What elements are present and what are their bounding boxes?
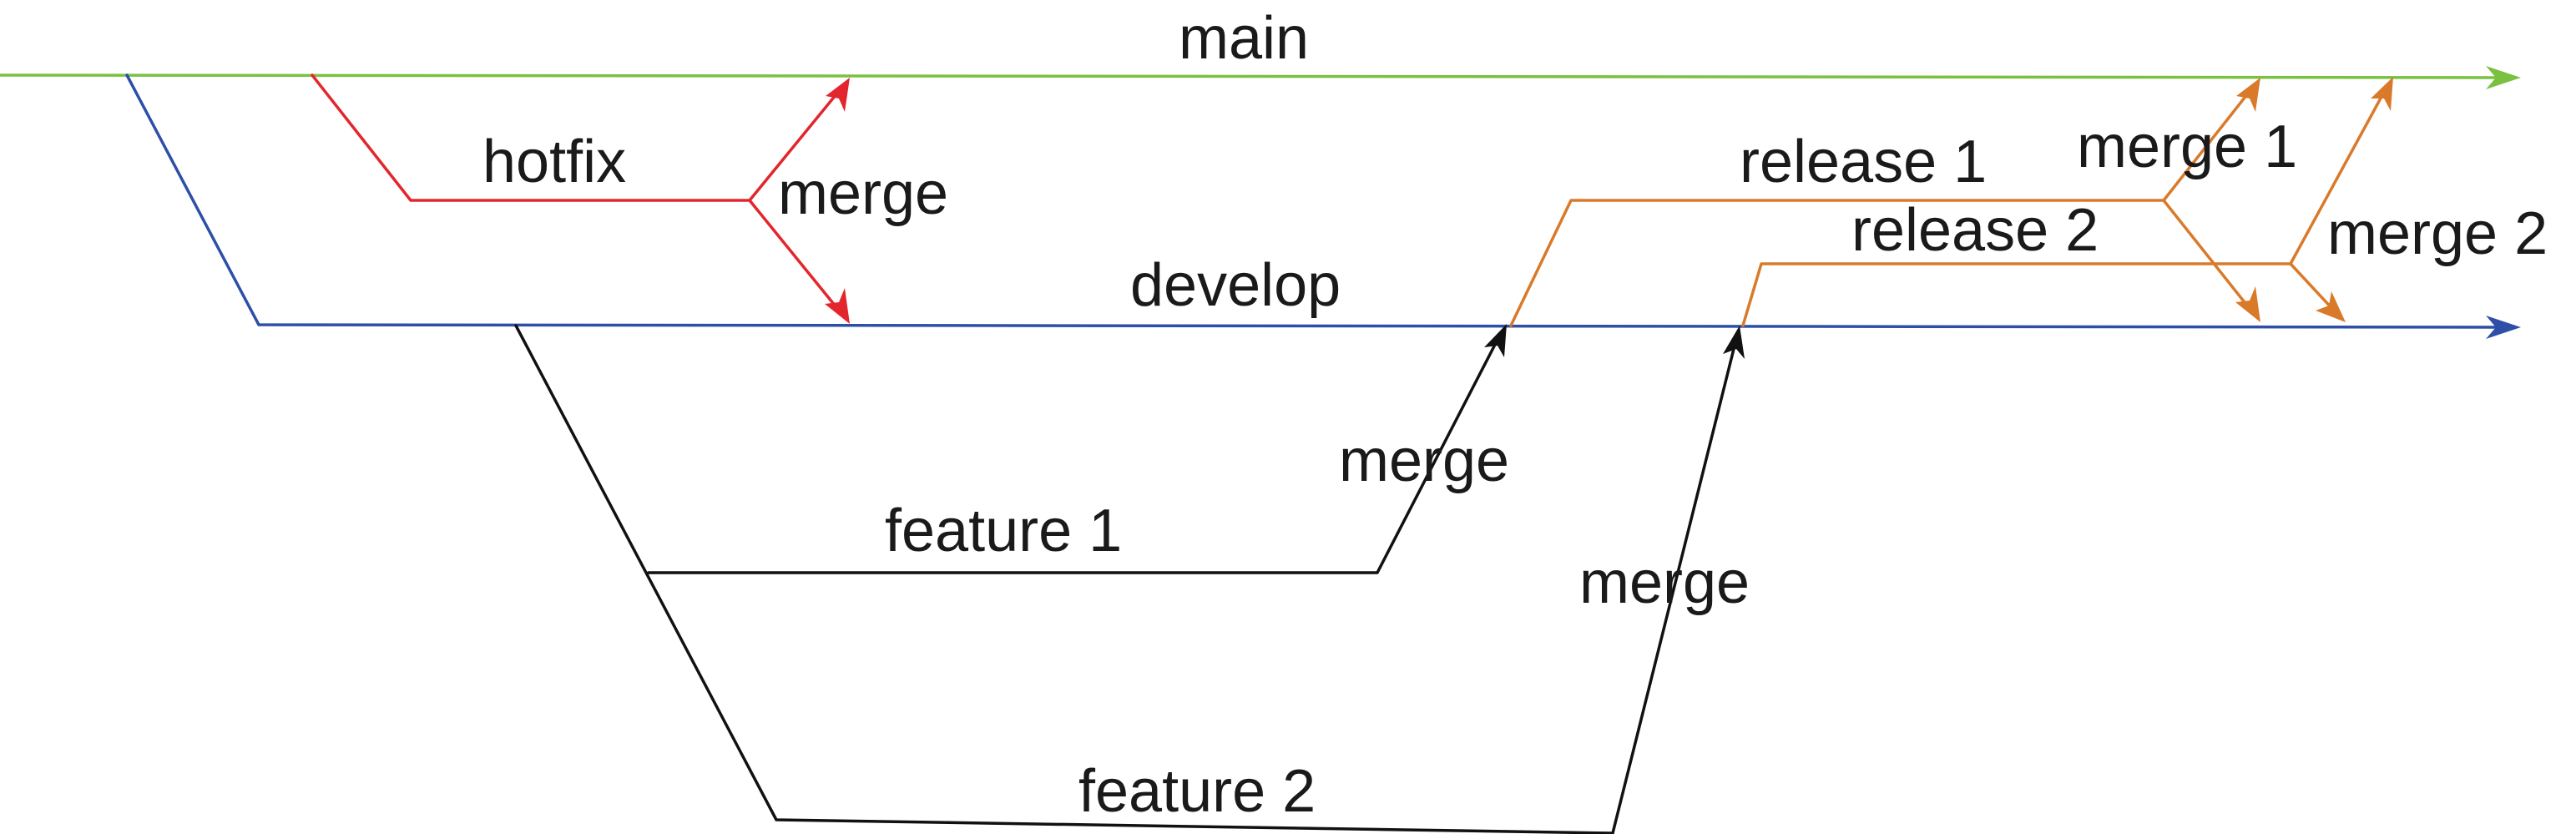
release-branches — [1509, 77, 2393, 327]
main-arrowhead — [2486, 66, 2521, 89]
hotfix-merge-label: merge — [778, 160, 948, 227]
release1-merge-to-main-arrowhead — [2236, 78, 2260, 112]
feature2-merge-label: merge — [1579, 549, 1750, 616]
main-branch-line — [0, 73, 2514, 79]
release1-merge-label: merge 1 — [2077, 114, 2297, 180]
release2-merge-to-develop-arrowhead — [2316, 291, 2346, 322]
hotfix-merge-to-develop-line — [748, 199, 845, 317]
release1-merge-to-develop-arrowhead — [2235, 286, 2260, 322]
hotfix-merge-to-main-arrowhead — [826, 78, 850, 112]
release2-label: release 2 — [1851, 197, 2099, 264]
hotfix-branch-line — [311, 73, 751, 202]
develop-branch-line — [125, 73, 2514, 329]
feature1-branch-line — [647, 335, 1501, 574]
release1-merge-to-main-line — [2162, 84, 2255, 202]
hotfix-label: hotfix — [482, 129, 626, 195]
main-label: main — [1179, 5, 1309, 72]
feature2-label: feature 2 — [1078, 758, 1316, 825]
release2-branch-line — [1741, 262, 2292, 327]
feature1-label: feature 1 — [885, 498, 1122, 564]
labels: main hotfix merge develop merge feature … — [482, 5, 2548, 825]
feature1-merge-arrowhead — [1484, 324, 1507, 357]
release1-label: release 1 — [1740, 129, 1987, 195]
release2-merge-to-develop-line — [2289, 262, 2337, 314]
release1-branch-line — [1509, 199, 2165, 327]
main-branch — [0, 66, 2521, 89]
release2-merge-to-main-line — [2289, 84, 2389, 265]
release1-merge-to-develop-line — [2162, 199, 2255, 316]
feature-branches — [514, 324, 1745, 834]
feature-trunk-line — [514, 324, 1614, 834]
release2-merge-to-main-arrowhead — [2371, 77, 2393, 111]
feature1-merge-label: merge — [1339, 427, 1509, 494]
feature2-merge-line — [1611, 337, 1738, 834]
develop-branch — [125, 73, 2521, 339]
release2-merge-label: merge 2 — [2327, 200, 2548, 267]
hotfix-branch — [311, 73, 850, 324]
feature2-merge-arrowhead — [1723, 326, 1745, 359]
develop-arrowhead — [2486, 316, 2521, 339]
hotfix-merge-to-develop-arrowhead — [825, 288, 850, 324]
develop-label: develop — [1130, 252, 1341, 319]
hotfix-merge-to-main-line — [748, 84, 845, 202]
